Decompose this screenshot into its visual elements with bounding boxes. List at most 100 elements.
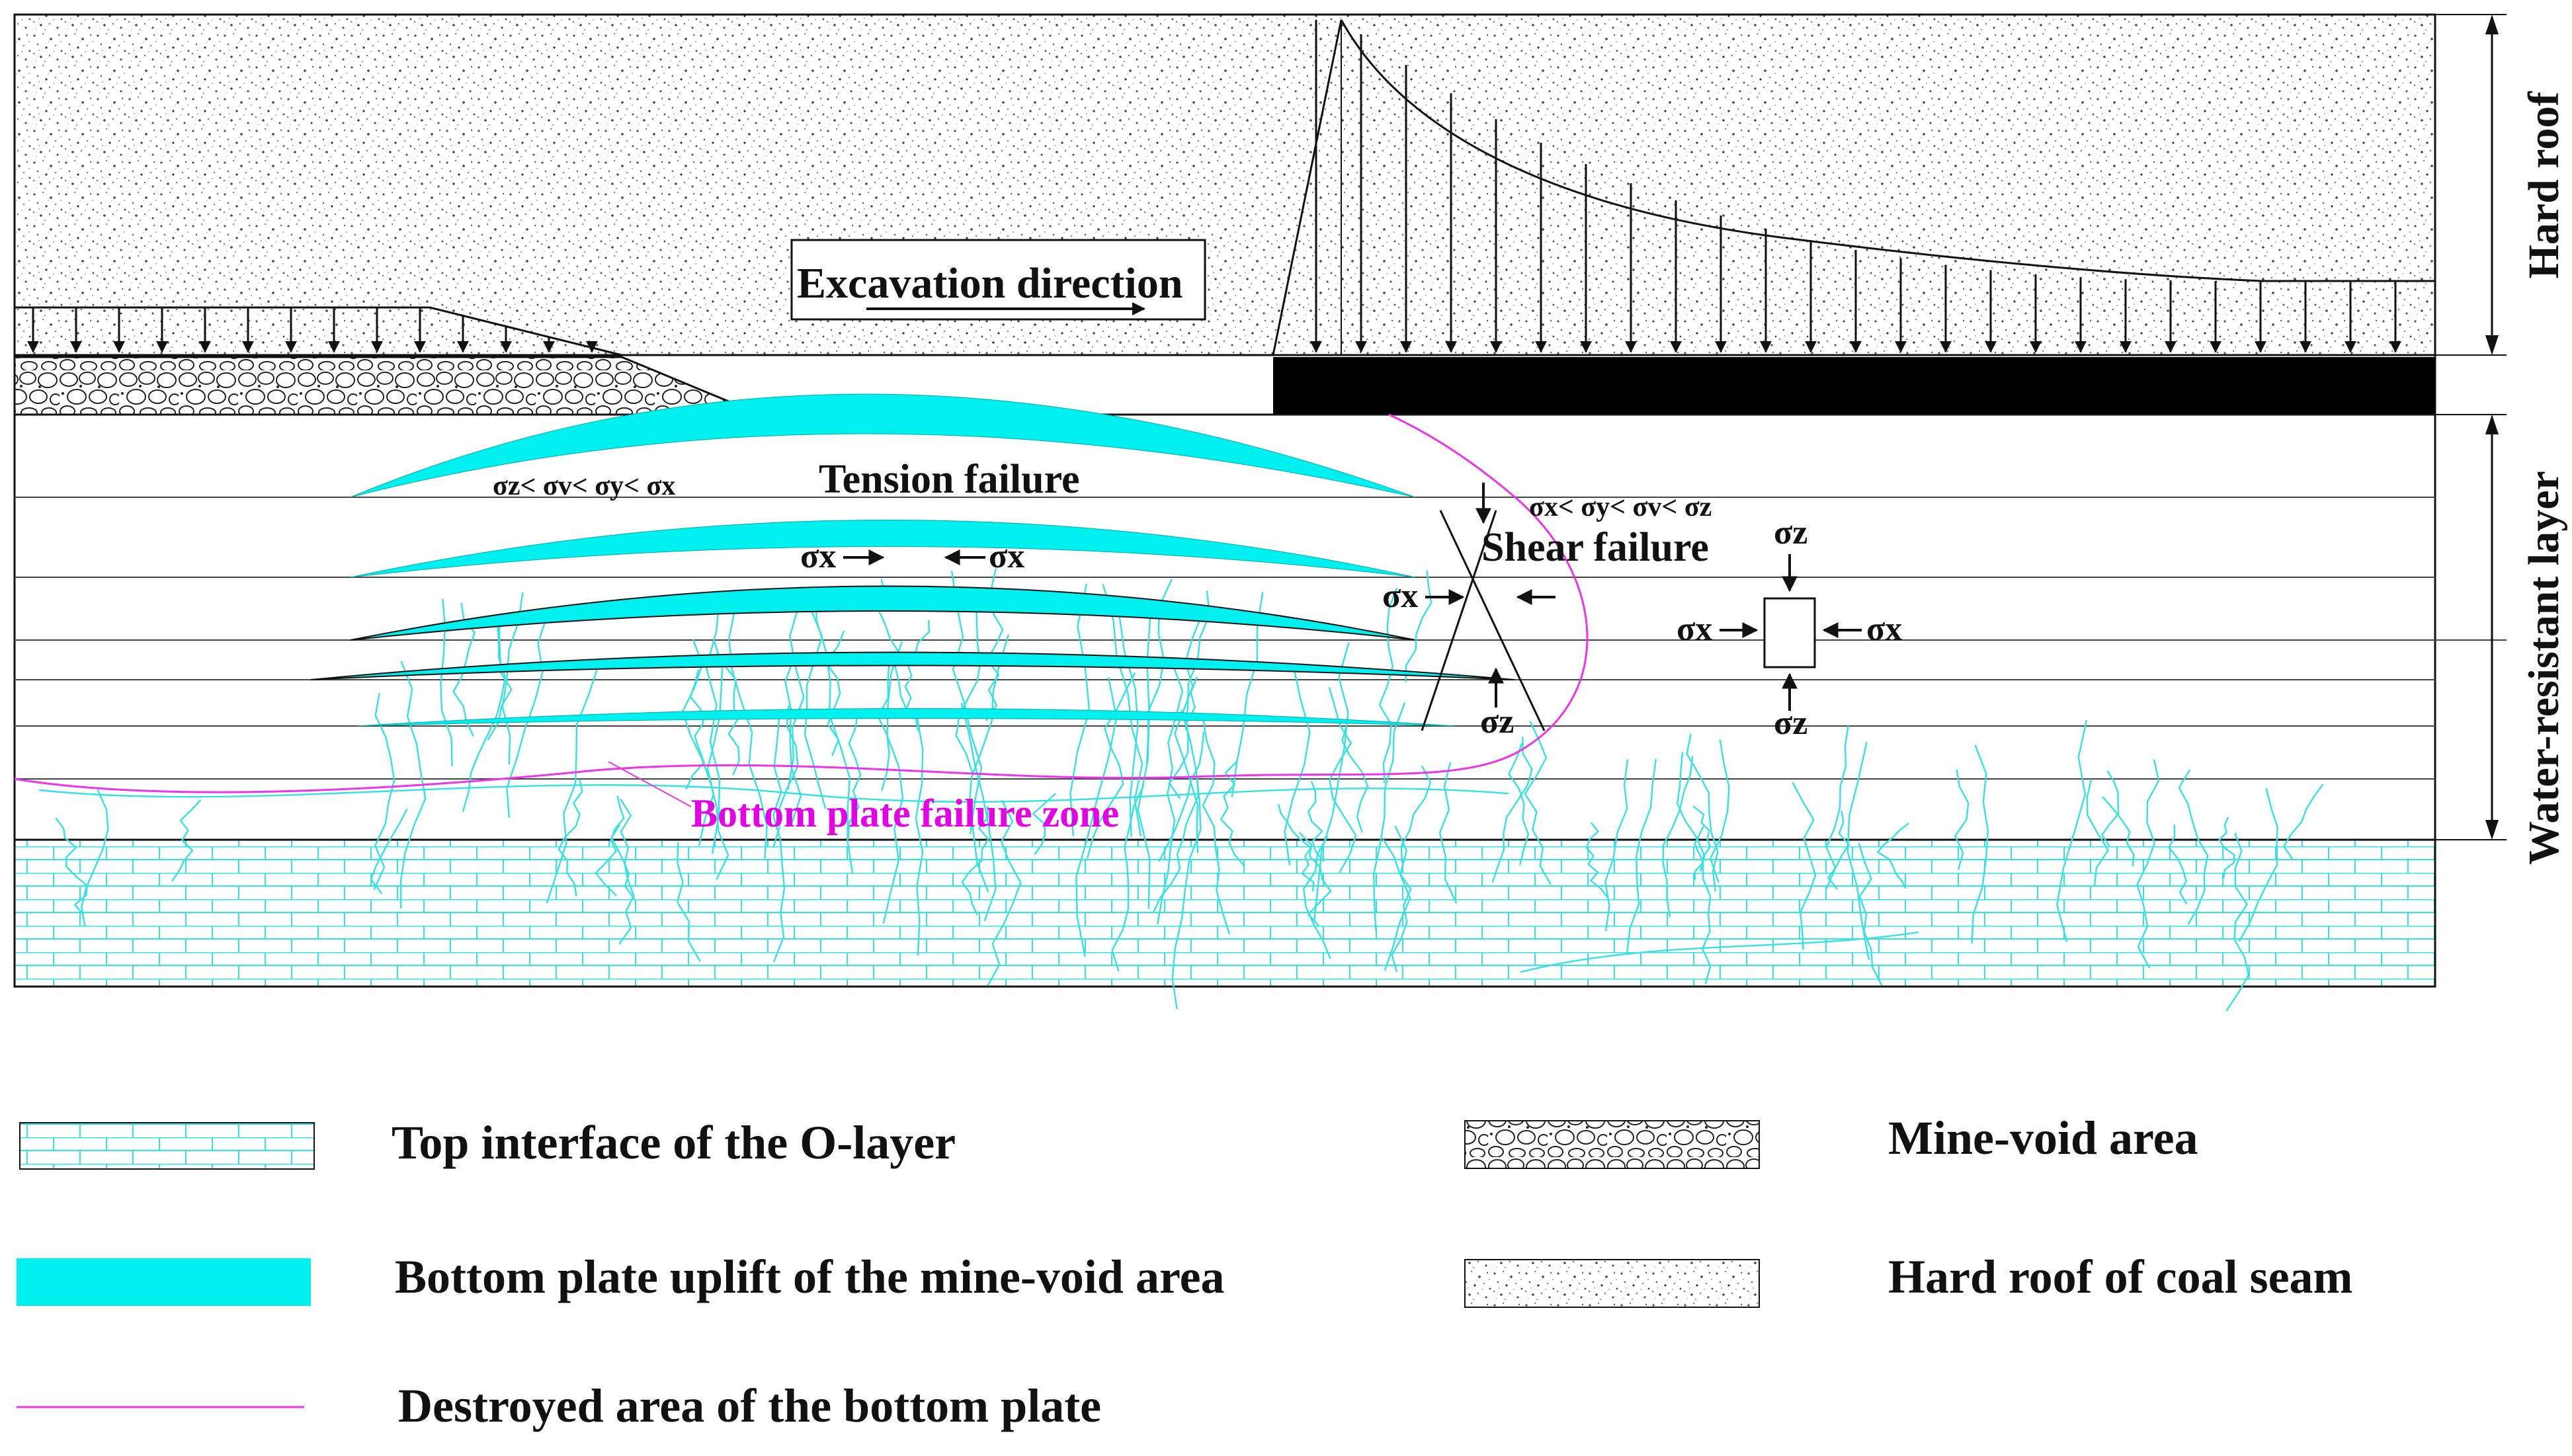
crack-line [2218, 817, 2235, 879]
crack-line [1087, 672, 1136, 859]
tension-condition: σz< σv< σy< σx [493, 471, 675, 501]
crack-line [1858, 842, 1883, 986]
crack-line [1405, 570, 1432, 682]
crack-line [2225, 832, 2250, 1012]
rubble-swatch [1464, 1120, 1760, 1169]
crack-line [1303, 836, 1331, 959]
crack-line [2055, 719, 2087, 942]
hard-roof-layer [13, 13, 2436, 356]
sigma-x-element-left: σx [1677, 610, 1712, 648]
limestone-brick-swatch [19, 1122, 315, 1170]
crack-line [882, 641, 904, 924]
crack-line [1307, 781, 1325, 862]
tension-failure-label: Tension failure [819, 457, 1080, 502]
crack-line [1692, 805, 1712, 880]
crack-line [1438, 762, 1457, 904]
crack-line [618, 799, 635, 945]
uplift-lens-2 [350, 520, 1416, 578]
crack-line [55, 818, 88, 915]
legend-label-mine-void: Mine-void area [1888, 1112, 2198, 1164]
crack-line [1508, 743, 1530, 866]
crack-line [1585, 822, 1608, 898]
crack-line [772, 705, 799, 848]
crack-line [370, 808, 408, 895]
crack-line [1710, 739, 1730, 883]
crack-line [2168, 824, 2188, 905]
crack-line [171, 799, 201, 881]
crack-line [1604, 759, 1629, 932]
crack-line [1341, 725, 1369, 833]
legend-label-o-layer: Top interface of the O-layer [392, 1116, 956, 1169]
crack-line [2178, 770, 2209, 925]
coal-seam [1273, 357, 2435, 415]
crack-line [1111, 784, 1145, 972]
shear-plane-1 [1439, 510, 1546, 731]
crack-line [1118, 613, 1139, 837]
legend-item-destroyed: Destroyed area of the bottom plate [17, 1379, 1101, 1432]
crack-line [1384, 825, 1411, 971]
crack-line [1792, 782, 1817, 950]
sigma-z-shear: σz [1480, 703, 1514, 741]
crack-line [1876, 823, 1909, 889]
crack-line [685, 669, 705, 789]
crack-line [1171, 709, 1202, 1010]
uplift-lens-4 [310, 651, 1515, 680]
excavation-direction-label: Excavation direction [797, 259, 1183, 307]
cyan-fill-swatch [17, 1258, 311, 1306]
crack-line [728, 606, 768, 859]
crack-line [1174, 614, 1203, 854]
crack-line [1400, 765, 1432, 863]
crack-line [1158, 731, 1205, 862]
crack-line [1686, 733, 1719, 892]
goaf-load-arrows [27, 307, 598, 353]
legend-item-mine-void: Mine-void area [1464, 1112, 2198, 1169]
crack-line [462, 619, 507, 812]
crack-line [80, 789, 109, 927]
crack-line [1524, 721, 1552, 885]
crack-line [987, 799, 1022, 986]
crack-line [546, 665, 599, 904]
crack-line [877, 661, 890, 791]
crack-line [1284, 665, 1311, 866]
crack-line [1202, 719, 1230, 935]
coal-seam-band [13, 354, 2436, 416]
crack-line [1827, 810, 1850, 890]
crack-line [1954, 769, 1970, 870]
crack-line [1220, 760, 1245, 867]
crack-line [1382, 839, 1412, 973]
o-layer-limestone [13, 838, 2436, 988]
crack-line [915, 715, 924, 956]
crack-line [847, 711, 862, 840]
crack-line [1157, 664, 1184, 925]
crack-line [2100, 770, 2120, 846]
crack-line [1825, 724, 1849, 889]
crack-line [787, 604, 805, 789]
crack-line [1313, 642, 1350, 921]
failure-boundary [14, 413, 1589, 807]
sigma-x-shear: σx [1382, 577, 1418, 615]
sigma-x-element-right: σx [1866, 610, 1902, 648]
sigma-z-element-bottom: σz [1774, 704, 1807, 742]
shear-condition: σx< σy< σv< σz [1529, 492, 1712, 522]
shear-plane-2 [1421, 510, 1497, 731]
crack-line [960, 702, 997, 922]
side-dimension-bars: Hard roof Water-resistant layer [2435, 14, 2568, 865]
crack-line [676, 842, 701, 962]
crack-line [1626, 758, 1657, 953]
shear-failure-annotation: σx< σy< σv< σz Shear failure σx σz [1382, 483, 1712, 741]
sigma-z-element-top: σz [1774, 514, 1807, 551]
crack-line [38, 784, 1509, 803]
abutment-load-arrows [1310, 20, 2401, 353]
crack-line [1676, 752, 1705, 872]
crack-line [595, 795, 625, 896]
crack-line [1693, 826, 1712, 985]
uplift-lens-1 [350, 393, 1416, 498]
uplift-lens-3 [350, 585, 1416, 641]
legend-label-destroyed: Destroyed area of the bottom plate [398, 1379, 1101, 1432]
crack-line [1846, 742, 1870, 960]
legend-item-uplift: Bottom plate uplift of the mine-void are… [17, 1250, 1225, 1306]
crack-line [1662, 756, 1694, 918]
crack-line [2086, 778, 2110, 887]
crack-line [1075, 676, 1118, 957]
